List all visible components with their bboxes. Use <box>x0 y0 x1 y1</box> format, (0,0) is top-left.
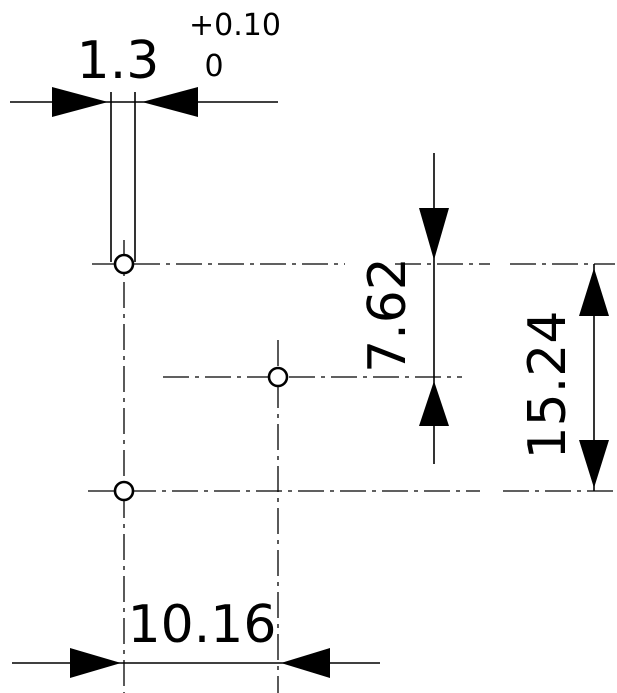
horizontal-offset-arrow-right <box>281 648 330 678</box>
vertical-offset-arrow-bottom <box>419 381 449 426</box>
pin-width-arrow-left <box>52 87 108 117</box>
pin-pitch-value: 15.24 <box>518 311 578 460</box>
pin-holes <box>113 253 289 502</box>
pin-pitch-arrow-top <box>579 268 609 316</box>
vertical-offset-arrow-top <box>419 208 449 260</box>
pin-width-value: 1.3 <box>77 31 160 91</box>
vertical-offset-dimension: 7.62 <box>358 153 449 464</box>
pin-hole-middle <box>267 366 289 388</box>
horizontal-offset-dimension: 10.16 <box>12 595 380 678</box>
pin-width-tolerance-upper: +0.10 <box>189 8 281 43</box>
horizontal-offset-arrow-left <box>70 648 121 678</box>
pin-width-tolerance-lower: 0 <box>204 49 223 84</box>
pin-pitch-arrow-bottom <box>579 440 609 488</box>
pin-width-dimension: 1.3 +0.10 0 <box>10 8 281 262</box>
pin-hole-bottom <box>113 480 135 502</box>
vertical-offset-value: 7.62 <box>358 257 418 373</box>
pin-pitch-dimension: 15.24 <box>518 264 609 491</box>
pin-width-arrow-right <box>142 87 198 117</box>
horizontal-offset-value: 10.16 <box>128 595 277 655</box>
pin-hole-top <box>113 253 135 275</box>
